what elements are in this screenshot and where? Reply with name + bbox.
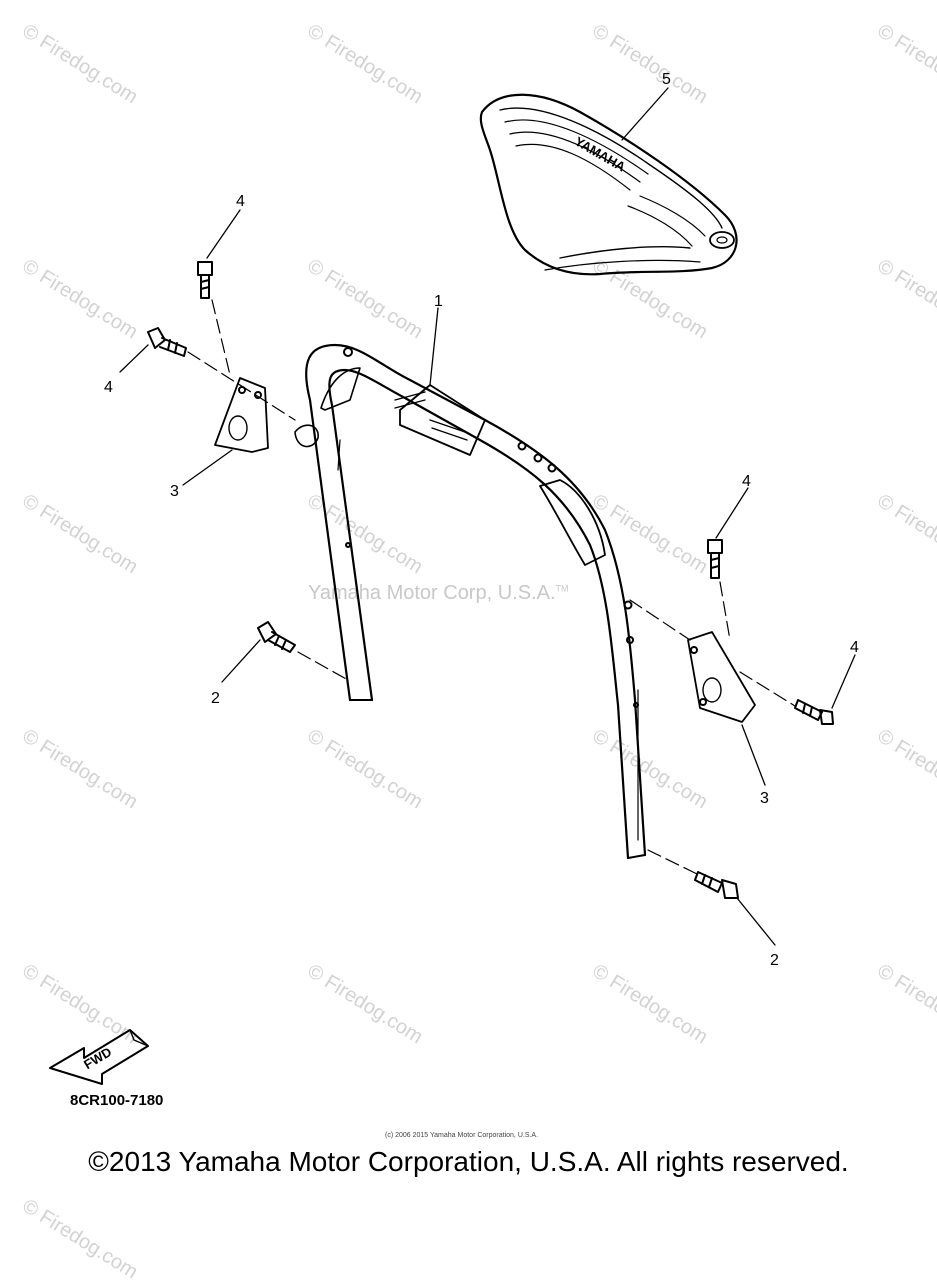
callout-3-left: 3 [170, 483, 179, 500]
bracket-left [214, 377, 319, 453]
callout-4-right-side: 4 [850, 639, 859, 656]
watermark-text: © Firedog.com [18, 1195, 142, 1284]
center-trademark-mark: Yamaha Motor Corp, U.S.A.TM [308, 582, 569, 605]
copyright-footer: ©2013 Yamaha Motor Corporation, U.S.A. A… [88, 1146, 849, 1177]
exploded-view-drawing: YAMAHA [49, 71, 859, 1085]
center-trademark-text: Yamaha Motor Corp, U.S.A. [308, 582, 556, 604]
bolt-right-top [707, 539, 723, 579]
callout-leaders [119, 87, 856, 946]
callout-2-left: 2 [211, 690, 220, 707]
fwd-label: FWD [81, 1044, 114, 1072]
fine-print-copyright: (c) 2006 2015 Yamaha Motor Corporation, … [385, 1132, 539, 1139]
bolt-left-top [197, 261, 213, 299]
bolt-right-bottom [694, 871, 739, 899]
tm-mark: TM [555, 583, 569, 594]
handle-pad-seat: YAMAHA [479, 93, 738, 276]
callout-4-right-top: 4 [742, 473, 751, 490]
bolt-left-side [147, 327, 187, 357]
callout-2-right: 2 [770, 952, 779, 969]
callout-1: 1 [434, 293, 443, 310]
callout-5: 5 [662, 71, 671, 88]
bolt-right-side [794, 699, 834, 725]
parts-diagram: © Firedog.com© Firedog.com© Firedog.com©… [18, 20, 937, 1283]
diagram-part-code: 8CR100-7180 [70, 1092, 164, 1109]
handlebar-frame [305, 343, 647, 860]
callout-3-right: 3 [760, 790, 769, 807]
bracket-right [687, 631, 756, 723]
callout-4-left-side: 4 [104, 379, 113, 396]
bolt-left-bottom [257, 621, 296, 653]
callout-4-left-top: 4 [236, 193, 245, 210]
fwd-arrow-icon [49, 1029, 149, 1085]
assembly-lines [187, 299, 796, 875]
